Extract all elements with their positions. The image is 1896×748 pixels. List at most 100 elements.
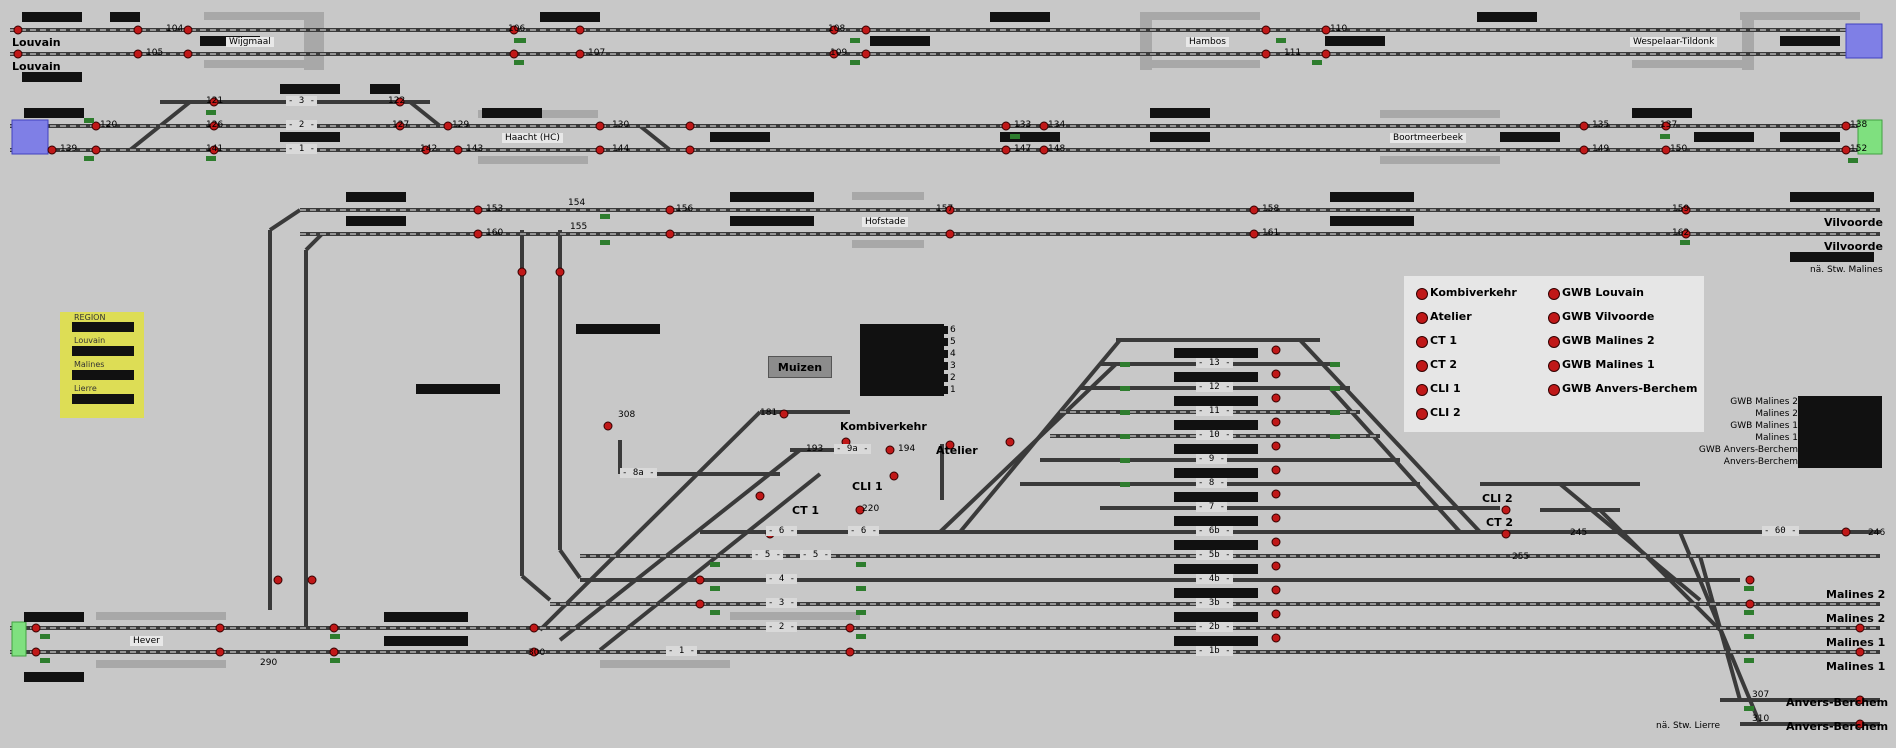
right-list-malines1[interactable]: Malines 1 [1755,433,1798,443]
legend-item-ct2[interactable]: CT 2 [1430,358,1458,371]
right-list-gwb-anvers[interactable]: GWB Anvers-Berchem [1698,445,1798,455]
signals[interactable] [13,25,1865,729]
yard-label-kombiverkehr: Kombiverkehr [840,420,927,433]
legend-panel: Kombiverkehr Atelier CT 1 CT 2 CLI 1 CLI… [1404,276,1704,432]
region-bar-louvain[interactable] [72,346,134,356]
legend-dot-ct2[interactable] [1416,360,1428,372]
right-list-gwb-malines2[interactable]: GWB Malines 2 [1730,397,1798,407]
endpoint-louvain-west[interactable] [11,119,49,155]
signal-number-107: 107 [588,48,606,58]
legend-dot-gwb-louvain[interactable] [1548,288,1560,300]
signal-number-106: 106 [508,24,526,34]
legend-dot-cli1[interactable] [1416,384,1428,396]
signal-number-156: 156 [676,204,694,214]
terminal-vilvoorde-top[interactable]: Vilvoorde [1824,216,1883,229]
yard-label-ct1: CT 1 [792,504,820,517]
region-item-lierre: Lierre [74,384,97,393]
track-label-5b: - 5b - [1196,550,1233,560]
signal-number-149: 149 [1592,144,1610,154]
right-list-gwb-malines1[interactable]: GWB Malines 1 [1730,421,1798,431]
track-label-6-east: - 6 - [848,526,880,536]
region-bar-lierre[interactable] [72,394,134,404]
terminal-louvain-bottom[interactable]: Louvain [12,60,61,73]
legend-item-gwb-louvain[interactable]: GWB Louvain [1562,286,1644,299]
legend-dot-gwb-malines2[interactable] [1548,336,1560,348]
legend-item-gwb-vilvoorde[interactable]: GWB Vilvoorde [1562,310,1655,323]
legend-item-cli1[interactable]: CLI 1 [1430,382,1461,395]
platforms [96,12,1860,668]
legend-item-ct1[interactable]: CT 1 [1430,334,1458,347]
yard-label-atelier: Atelier [936,444,978,457]
legend-dot-gwb-anvers[interactable] [1548,384,1560,396]
signal-number-105: 105 [146,48,164,58]
region-bar-top[interactable] [72,322,134,332]
signal-number-220: 220 [862,504,880,514]
signal-number-194: 194 [898,444,916,454]
track-label-11: - 11 - [1196,406,1233,416]
signal-number-104: 104 [166,24,184,34]
track-label-12: - 12 - [1196,382,1233,392]
signal-number-155: 155 [570,222,588,232]
legend-item-kombiverkehr[interactable]: Kombiverkehr [1430,286,1517,299]
signal-number-129: 129 [452,120,470,130]
signal-number-181: 181 [760,408,778,418]
terminal-louvain-top[interactable]: Louvain [12,36,61,49]
terminal-anvers-bottom[interactable]: Anvers-Berchem [1786,720,1889,733]
yard-stack[interactable] [862,326,948,394]
legend-item-gwb-malines1[interactable]: GWB Malines 1 [1562,358,1655,371]
track-label-4: - 4 - [766,574,798,584]
legend-item-atelier[interactable]: Atelier [1430,310,1472,323]
yard-stack-number-6: 6 [950,325,956,335]
terminal-malines2-bottom[interactable]: Malines 2 [1826,612,1886,625]
signal-number-310: 310 [1752,714,1770,724]
terminal-vilvoorde-bottom[interactable]: Vilvoorde [1824,240,1883,253]
signal-number-245: 245 [1570,528,1588,538]
right-list-anvers[interactable]: Anvers-Berchem [1723,457,1798,467]
signal-number-308: 308 [618,410,636,420]
muizen-button[interactable]: Muizen [768,356,832,378]
track-label-8: - 8 - [1196,478,1228,488]
endpoint-hever-west[interactable] [11,621,27,657]
train-number-boxes[interactable] [22,12,1882,682]
signal-number-150: 150 [1670,144,1688,154]
track-label-13: - 13 - [1196,358,1233,368]
endpoint-boortmeerbeek-east[interactable] [1857,119,1883,155]
terminal-malines1-bottom[interactable]: Malines 1 [1826,660,1886,673]
track-label-60: - 60 - [1762,526,1799,536]
legend-item-gwb-malines2[interactable]: GWB Malines 2 [1562,334,1655,347]
legend-item-cli2[interactable]: CLI 2 [1430,406,1461,419]
legend-dot-cli2[interactable] [1416,408,1428,420]
signal-number-159: 159 [1672,204,1690,214]
signal-number-137: 137 [1660,120,1678,130]
station-boortmeerbeek: Boortmeerbeek [1390,133,1466,143]
yard-stack-number-1: 1 [950,385,956,395]
legend-item-gwb-anvers[interactable]: GWB Anvers-Berchem [1562,382,1698,395]
legend-dot-ct1[interactable] [1416,336,1428,348]
endpoint-louvain-east[interactable] [1845,23,1883,59]
track-label-3: - 3 - [286,96,318,106]
station-hambos: Hambos [1186,37,1229,47]
signal-number-135: 135 [1592,120,1610,130]
terminal-anvers-top[interactable]: Anvers-Berchem [1786,696,1889,709]
legend-dot-kombiverkehr[interactable] [1416,288,1428,300]
right-list-malines2[interactable]: Malines 2 [1755,409,1798,419]
yard-stack-number-3: 3 [950,361,956,371]
signal-number-152: 152 [1850,144,1868,154]
legend-dot-atelier[interactable] [1416,312,1428,324]
track-label-9: - 9 - [1196,454,1228,464]
track-label-1: - 1 - [286,144,318,154]
terminal-malines1-top[interactable]: Malines 1 [1826,636,1886,649]
legend-dot-gwb-vilvoorde[interactable] [1548,312,1560,324]
legend-dot-gwb-malines1[interactable] [1548,360,1560,372]
signal-number-110: 110 [1330,24,1348,34]
track-label-6-west: - 6 - [766,526,798,536]
station-haacht: Haacht (HC) [502,133,563,143]
region-panel: REGION Louvain Malines Lierre [60,312,144,418]
signal-number-108: 108 [828,24,846,34]
station-hever: Hever [130,636,163,646]
track-label-4b: - 4b - [1196,574,1233,584]
terminal-malines2-top[interactable]: Malines 2 [1826,588,1886,601]
region-bar-malines[interactable] [72,370,134,380]
signal-number-153: 153 [486,204,504,214]
track-label-2b: - 2b - [1196,622,1233,632]
